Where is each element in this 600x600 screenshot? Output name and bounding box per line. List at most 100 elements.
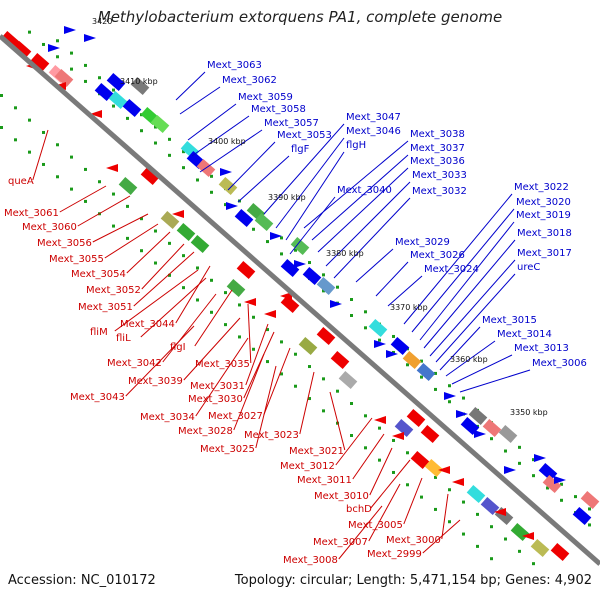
minus-strand-gene[interactable] bbox=[190, 234, 210, 254]
minus-strand-gene-label[interactable]: fliL bbox=[116, 333, 131, 344]
minus-strand-gene-label[interactable]: Mext_3060 bbox=[22, 222, 77, 233]
plus-strand-gene-label[interactable]: Mext_3019 bbox=[516, 210, 571, 221]
plus-strand-gene-label[interactable]: Mext_3026 bbox=[410, 250, 465, 261]
plus-strand-gene-label[interactable]: Mext_3017 bbox=[517, 248, 572, 259]
minus-strand-gene-label[interactable]: Mext_3034 bbox=[140, 412, 195, 423]
minus-strand-gene-label[interactable]: Mext_3051 bbox=[78, 302, 133, 313]
minus-strand-gene[interactable] bbox=[316, 326, 336, 346]
plus-strand-gene[interactable] bbox=[108, 90, 128, 110]
minus-strand-gene[interactable] bbox=[510, 522, 530, 542]
plus-strand-gene-label[interactable]: Mext_3063 bbox=[207, 60, 262, 71]
minus-strand-gene-label[interactable]: Mext_3055 bbox=[49, 254, 104, 265]
minus-strand-gene-label[interactable]: Mext_3054 bbox=[71, 269, 126, 280]
minus-strand-gene[interactable] bbox=[410, 450, 430, 470]
plus-strand-gene-label[interactable]: ureC bbox=[517, 262, 540, 273]
minus-strand-gene-label[interactable]: fliM bbox=[90, 327, 108, 338]
plus-strand-gene-label[interactable]: Mext_3024 bbox=[424, 264, 479, 275]
minus-strand-gene-label[interactable]: Mext_3042 bbox=[107, 358, 162, 369]
plus-strand-gene-label[interactable]: Mext_3006 bbox=[532, 358, 587, 369]
minus-strand-gene-label[interactable]: bchD bbox=[346, 504, 372, 515]
minus-strand-gene[interactable] bbox=[394, 418, 414, 438]
minus-strand-gene-label[interactable]: Mext_3043 bbox=[70, 392, 125, 403]
plus-strand-gene-label[interactable]: Mext_3040 bbox=[337, 185, 392, 196]
minus-strand-gene[interactable] bbox=[424, 458, 444, 478]
minus-strand-gene[interactable] bbox=[226, 278, 246, 298]
minus-strand-gene[interactable] bbox=[280, 294, 300, 314]
plus-strand-gene[interactable] bbox=[580, 490, 600, 510]
minus-strand-gene-label[interactable]: Mext_3056 bbox=[37, 238, 92, 249]
minus-strand-gene[interactable] bbox=[54, 68, 74, 88]
plus-strand-gene-label[interactable]: Mext_3059 bbox=[238, 92, 293, 103]
minus-strand-gene-label[interactable]: Mext_3005 bbox=[348, 520, 403, 531]
plus-strand-gene[interactable] bbox=[234, 208, 254, 228]
plus-strand-gene-label[interactable]: Mext_3038 bbox=[410, 129, 465, 140]
plus-strand-gene[interactable] bbox=[302, 266, 322, 286]
plus-strand-gene[interactable] bbox=[468, 406, 488, 426]
minus-strand-gene-label[interactable]: Mext_3007 bbox=[313, 537, 368, 548]
plus-strand-gene-label[interactable]: Mext_3062 bbox=[222, 75, 277, 86]
minus-strand-gene-label[interactable]: Mext_3021 bbox=[289, 446, 344, 457]
minus-strand-gene[interactable] bbox=[420, 424, 440, 444]
minus-strand-gene[interactable] bbox=[330, 350, 350, 370]
plus-strand-gene-label[interactable]: Mext_3014 bbox=[497, 329, 552, 340]
plus-strand-gene-label[interactable]: flgH bbox=[346, 140, 366, 151]
plus-strand-gene[interactable] bbox=[218, 176, 238, 196]
minus-strand-gene[interactable] bbox=[140, 166, 160, 186]
minus-strand-gene-label[interactable]: Mext_3010 bbox=[314, 491, 369, 502]
minus-strand-gene[interactable] bbox=[118, 176, 138, 196]
plus-strand-gene[interactable] bbox=[572, 506, 592, 526]
plus-strand-gene-label[interactable]: Mext_3013 bbox=[514, 343, 569, 354]
plus-strand-gene-label[interactable]: Mext_3029 bbox=[395, 237, 450, 248]
minus-strand-gene-label[interactable]: Mext_3008 bbox=[283, 555, 338, 566]
minus-strand-gene-label[interactable]: Mext_3044 bbox=[120, 319, 175, 330]
minus-strand-gene-label[interactable]: flgI bbox=[170, 342, 186, 353]
plus-strand-gene[interactable] bbox=[280, 258, 300, 278]
plus-strand-gene-label[interactable]: Mext_3015 bbox=[482, 315, 537, 326]
plus-strand-gene[interactable] bbox=[498, 424, 518, 444]
minus-strand-gene[interactable] bbox=[236, 260, 256, 280]
plus-strand-gene-label[interactable]: Mext_3037 bbox=[410, 143, 465, 154]
minus-strand-gene-label[interactable]: Mext_3052 bbox=[86, 285, 141, 296]
plus-strand-gene-label[interactable]: Mext_3018 bbox=[517, 228, 572, 239]
minus-strand-gene-label[interactable]: Mext_3000 bbox=[386, 535, 441, 546]
minus-strand-gene[interactable] bbox=[160, 210, 180, 230]
minus-strand-gene-label[interactable]: Mext_3011 bbox=[297, 475, 352, 486]
plus-strand-gene-label[interactable]: Mext_3046 bbox=[346, 126, 401, 137]
minus-strand-gene-label[interactable]: Mext_3061 bbox=[4, 208, 59, 219]
minus-strand-gene[interactable] bbox=[298, 336, 318, 356]
minus-strand-gene-label[interactable]: Mext_3030 bbox=[188, 394, 243, 405]
plus-strand-gene-label[interactable]: Mext_3033 bbox=[412, 170, 467, 181]
minus-strand-gene[interactable] bbox=[338, 370, 358, 390]
plus-strand-gene-label[interactable]: Mext_3057 bbox=[264, 118, 319, 129]
plus-strand-gene[interactable] bbox=[150, 114, 170, 134]
plus-strand-gene[interactable] bbox=[130, 76, 150, 96]
minus-strand-gene-label[interactable]: Mext_2999 bbox=[367, 549, 422, 560]
plus-strand-gene[interactable] bbox=[316, 276, 336, 296]
plus-strand-gene[interactable] bbox=[106, 72, 126, 92]
plus-strand-gene-label[interactable]: flgF bbox=[291, 144, 310, 155]
plus-strand-gene-label[interactable]: Mext_3036 bbox=[410, 156, 465, 167]
minus-strand-gene[interactable] bbox=[0, 30, 20, 50]
minus-strand-gene[interactable] bbox=[30, 52, 50, 72]
plus-strand-gene-label[interactable]: Mext_3058 bbox=[251, 104, 306, 115]
minus-strand-gene[interactable] bbox=[530, 538, 550, 558]
minus-strand-gene-label[interactable]: Mext_3028 bbox=[178, 426, 233, 437]
minus-strand-gene-label[interactable]: Mext_3012 bbox=[280, 461, 335, 472]
plus-strand-gene-label[interactable]: Mext_3032 bbox=[412, 186, 467, 197]
plus-strand-gene[interactable] bbox=[538, 462, 558, 482]
plus-strand-gene[interactable] bbox=[254, 212, 274, 232]
minus-strand-gene-label[interactable]: Mext_3023 bbox=[244, 430, 299, 441]
plus-strand-gene-label[interactable]: Mext_3053 bbox=[277, 130, 332, 141]
plus-strand-gene[interactable] bbox=[542, 474, 562, 494]
minus-strand-gene[interactable] bbox=[176, 222, 196, 242]
plus-strand-gene[interactable] bbox=[122, 98, 142, 118]
plus-strand-gene-label[interactable]: Mext_3020 bbox=[516, 197, 571, 208]
plus-strand-gene[interactable] bbox=[416, 362, 436, 382]
minus-strand-gene[interactable] bbox=[466, 484, 486, 504]
plus-strand-gene-label[interactable]: Mext_3047 bbox=[346, 112, 401, 123]
plus-strand-gene[interactable] bbox=[402, 350, 422, 370]
plus-strand-gene[interactable] bbox=[290, 236, 310, 256]
plus-strand-gene[interactable] bbox=[94, 82, 114, 102]
plus-strand-gene[interactable] bbox=[368, 318, 388, 338]
minus-strand-gene-label[interactable]: Mext_3031 bbox=[190, 381, 245, 392]
